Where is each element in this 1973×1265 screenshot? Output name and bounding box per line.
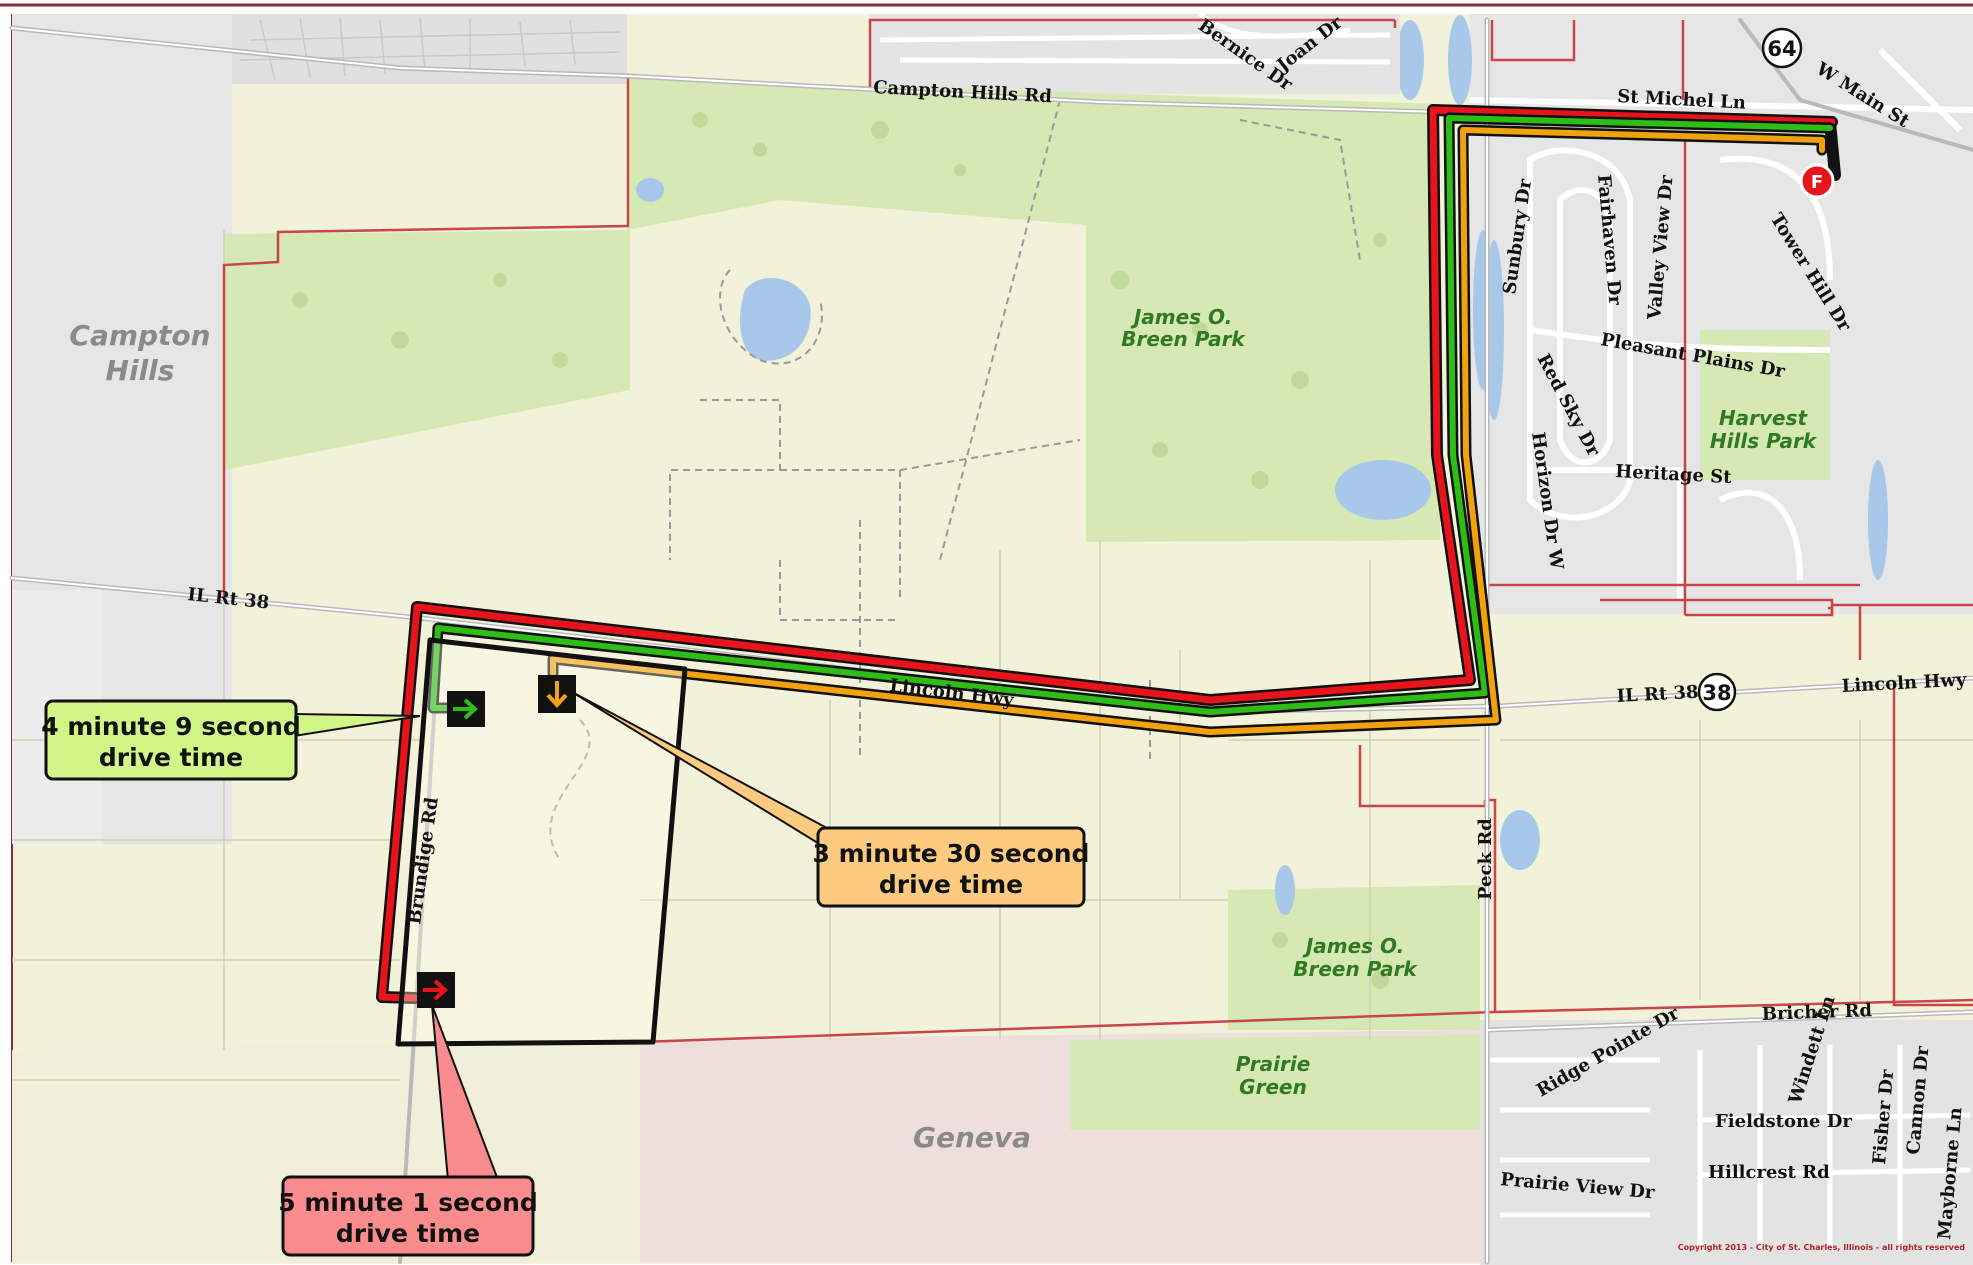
- orange-callout-line1: 3 minute 30 second: [813, 839, 1090, 868]
- breen-park-south-label-line1: James O.: [1302, 934, 1404, 958]
- southeast-residential-streets: [1490, 1045, 1971, 1250]
- breen-park-north: [627, 78, 1440, 542]
- campton-hills-label-line1: Campton: [69, 319, 210, 352]
- il-rt-38-east-label: IL Rt 38: [1616, 682, 1699, 707]
- lake-east-strip: [1473, 230, 1493, 390]
- green-callout-line2: drive time: [99, 743, 243, 772]
- northeast-residential-streets: [1469, 47, 1973, 600]
- route-red: [378, 106, 1836, 1002]
- lake-central: [740, 278, 811, 361]
- hillcrest-rd-label: Hillcrest Rd: [1708, 1162, 1830, 1183]
- arrow-down-icon: [546, 681, 568, 708]
- route-orange: [550, 127, 1825, 735]
- arrow-right-icon: [453, 698, 478, 720]
- orange-arrow-marker: [538, 675, 576, 713]
- campton-hills-label-line2: Hills: [106, 354, 175, 387]
- lake-south-east: [1500, 810, 1540, 870]
- green-drive-time-callout: 4 minute 9 second drive time: [41, 699, 421, 781]
- green-arrow-marker: [447, 691, 485, 727]
- green-callout-box: [44, 699, 298, 781]
- lake-west-small: [636, 178, 664, 202]
- harvest-hills-park-area: [1700, 330, 1830, 480]
- fire-station-marker: F: [1799, 163, 1835, 199]
- site-boundary: [395, 637, 688, 1047]
- fire-station-icon: [1799, 163, 1835, 199]
- prairie-green-label-line2: Green: [1239, 1075, 1307, 1099]
- w-main-street: [1738, 18, 1973, 152]
- brundige-road: [398, 618, 442, 1264]
- red-callout-box: [281, 1175, 535, 1257]
- park-areas: [224, 78, 1480, 1130]
- harvest-hills-park-label-line2: Hills Park: [1710, 429, 1818, 453]
- breen-park-north-label-line1: James O.: [1130, 305, 1232, 329]
- orange-callout-box: [816, 826, 1086, 908]
- green-callout-line1: 4 minute 9 second: [41, 712, 301, 741]
- fieldstone-dr-label: Fieldstone Dr: [1715, 1111, 1852, 1132]
- route-64-shield: 64: [1761, 27, 1803, 69]
- lake-east: [1335, 460, 1431, 520]
- route-64-number: 64: [1767, 37, 1796, 61]
- route-38-shield: 38: [1697, 672, 1737, 712]
- orange-callout-line2: drive time: [879, 870, 1023, 899]
- municipal-boundary: [222, 18, 1973, 1044]
- lake-prairie: [1275, 865, 1295, 915]
- drive-time-routes: [376, 104, 1841, 1004]
- copyright-notice: Copyright 2013 - City of St. Charles, Il…: [1678, 1243, 1966, 1252]
- breen-park-west: [224, 230, 630, 470]
- red-drive-time-callout: 5 minute 1 second drive time: [278, 1004, 538, 1257]
- fire-station-letter: F: [1811, 172, 1823, 193]
- north-residential-area: [870, 14, 1400, 94]
- breen-park-north-label-line2: Breen Park: [1121, 327, 1246, 351]
- red-callout-line1: 5 minute 1 second: [278, 1188, 538, 1217]
- orange-drive-time-callout: 3 minute 30 second drive time: [571, 691, 1090, 908]
- breen-park-south-label-line2: Breen Park: [1293, 957, 1418, 981]
- harvest-hills-park-label-line1: Harvest: [1719, 406, 1809, 430]
- route-green: [430, 115, 1833, 715]
- route-38-number: 38: [1702, 681, 1731, 705]
- breen-park-south: [1228, 885, 1480, 1030]
- route-shield-icon: [1697, 672, 1737, 712]
- geneva-label: Geneva: [913, 1121, 1031, 1154]
- arrow-right-icon: [423, 979, 448, 1001]
- prairie-green-park: [1070, 1035, 1480, 1130]
- red-arrow-marker: [417, 972, 455, 1008]
- north-residential-streets: [879, 12, 1391, 65]
- peck-rd-label: Peck Rd: [1475, 818, 1496, 900]
- prairie-green-label-line1: Prairie: [1236, 1052, 1311, 1076]
- route-shield-icon: [1761, 27, 1803, 69]
- bricher-rd-label: Bricher Rd: [1761, 1000, 1872, 1025]
- red-callout-line2: drive time: [336, 1219, 480, 1248]
